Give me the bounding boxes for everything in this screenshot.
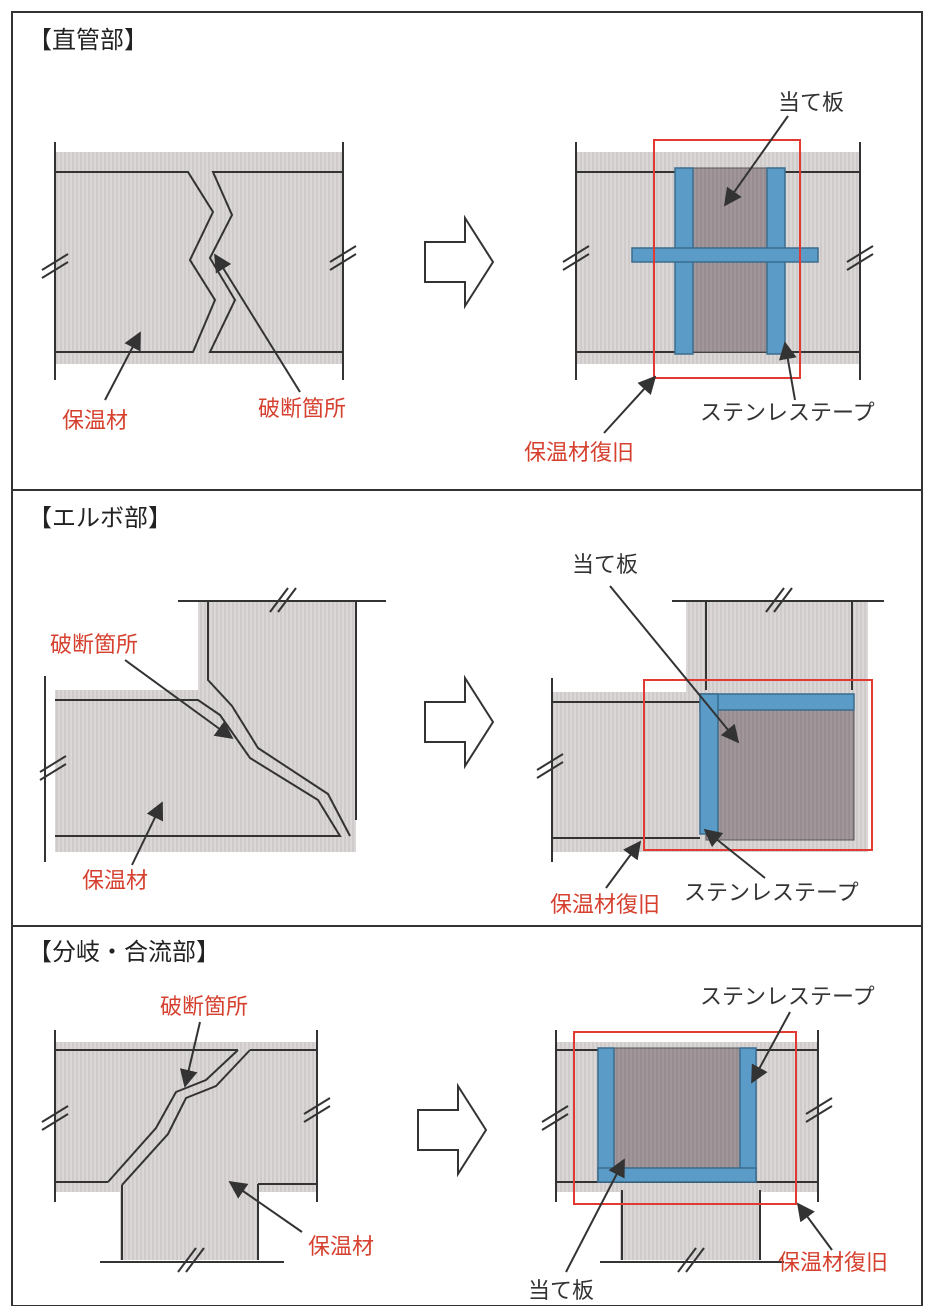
section-title-elbow: 【エルボ部】 — [28, 504, 172, 532]
label-restore-3: 保温材復旧 — [778, 1251, 888, 1276]
restore-frame-3 — [573, 1031, 797, 1205]
elbow-pipe-after — [536, 587, 884, 862]
label-tape-3: ステンレステープ — [700, 985, 875, 1010]
label-restore-2: 保温材復旧 — [550, 893, 660, 918]
stainless-tape-3c — [597, 1167, 757, 1183]
leader-tape-3 — [751, 1011, 791, 1084]
arrow-icon — [424, 674, 495, 770]
leader-insulation-1 — [104, 331, 141, 401]
restore-frame-2 — [643, 679, 873, 851]
leader-break-2 — [124, 659, 234, 740]
leader-tape-1 — [778, 341, 797, 401]
label-patch-3: 当て板 — [528, 1279, 594, 1304]
patch-plate-2 — [705, 701, 855, 841]
label-insulation-1: 保温材 — [62, 409, 128, 434]
leader-restore-2 — [605, 840, 642, 889]
label-insulation-2: 保温材 — [82, 869, 148, 894]
leader-patch-2 — [609, 585, 740, 744]
label-patch-2: 当て板 — [572, 553, 638, 578]
stainless-tape-2a — [699, 693, 855, 711]
label-insulation-3: 保温材 — [308, 1235, 374, 1260]
section-frame-branch — [11, 925, 923, 1306]
branch-pipe-before — [41, 1030, 331, 1273]
leader-tape-2 — [703, 828, 766, 879]
arrow-icon — [417, 1082, 488, 1178]
label-restore-1: 保温材復旧 — [524, 441, 634, 466]
leader-restore-3 — [796, 1202, 833, 1251]
label-tape-1: ステンレステープ — [700, 401, 875, 426]
label-tape-2: ステンレステープ — [684, 881, 859, 906]
section-title-branch: 【分岐・合流部】 — [28, 938, 220, 966]
leader-restore-1 — [603, 375, 657, 434]
leader-insulation-3 — [228, 1180, 303, 1233]
stainless-tape-3b — [739, 1047, 757, 1183]
leader-break-1 — [214, 253, 301, 393]
label-break-2: 破断箇所 — [50, 633, 138, 658]
leader-patch-1 — [723, 115, 789, 207]
label-break-3: 破断箇所 — [160, 995, 248, 1020]
label-break-1: 破断箇所 — [258, 397, 346, 422]
elbow-pipe-before — [39, 587, 386, 862]
stainless-tape-1c — [631, 247, 819, 263]
branch-pipe-after — [541, 1030, 833, 1273]
leader-patch-3 — [565, 1158, 625, 1273]
leader-insulation-2 — [131, 801, 164, 866]
stainless-tape-3a — [597, 1047, 615, 1183]
restore-frame-1 — [653, 139, 801, 379]
patch-plate-3 — [605, 1047, 753, 1179]
arrow-icon — [424, 214, 495, 310]
straight-pipe-before — [41, 142, 357, 380]
leader-break-3 — [179, 1021, 201, 1088]
straight-pipe-after — [562, 139, 874, 380]
section-title-straight: 【直管部】 — [28, 26, 148, 54]
label-patch-1: 当て板 — [778, 91, 844, 116]
